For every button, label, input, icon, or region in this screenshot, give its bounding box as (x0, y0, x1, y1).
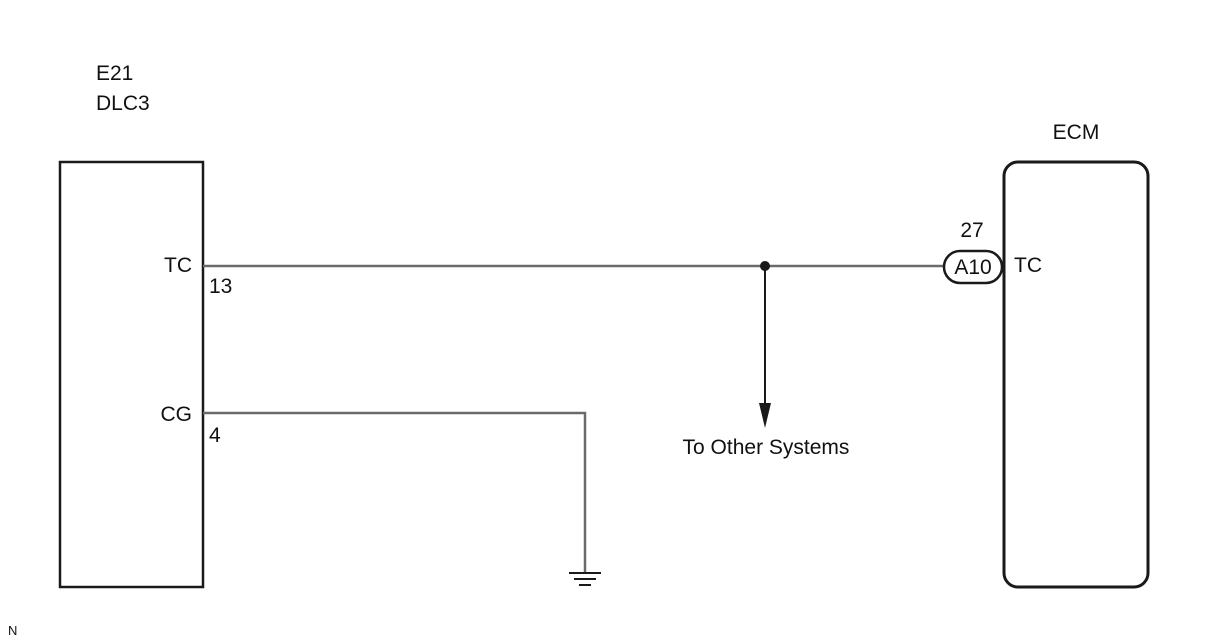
dlc-connector-code: E21 (96, 62, 133, 85)
dlc-pin-cg-number: 4 (209, 424, 221, 447)
cg-ground-wire (203, 411, 587, 572)
dlc-box (58, 160, 205, 589)
ecm-pin-number: 27 (960, 219, 983, 242)
ecm-connector-capsule (942, 249, 1004, 285)
ecm-pin-label: TC (1014, 254, 1042, 277)
dlc-pin-tc-number: 13 (209, 275, 232, 298)
ecm-box (1002, 160, 1150, 589)
dlc-pin-cg-label: CG (161, 403, 193, 426)
dlc-pin-tc-label: TC (164, 254, 192, 277)
ground-icon (569, 572, 601, 586)
ecm-connector-code: A10 (954, 256, 991, 279)
branch-label: To Other Systems (683, 436, 850, 459)
ecm-name: ECM (1053, 121, 1100, 144)
corner-mark: N (8, 623, 17, 638)
dlc-name: DLC3 (96, 92, 150, 115)
branch-arrow-head (759, 403, 771, 428)
